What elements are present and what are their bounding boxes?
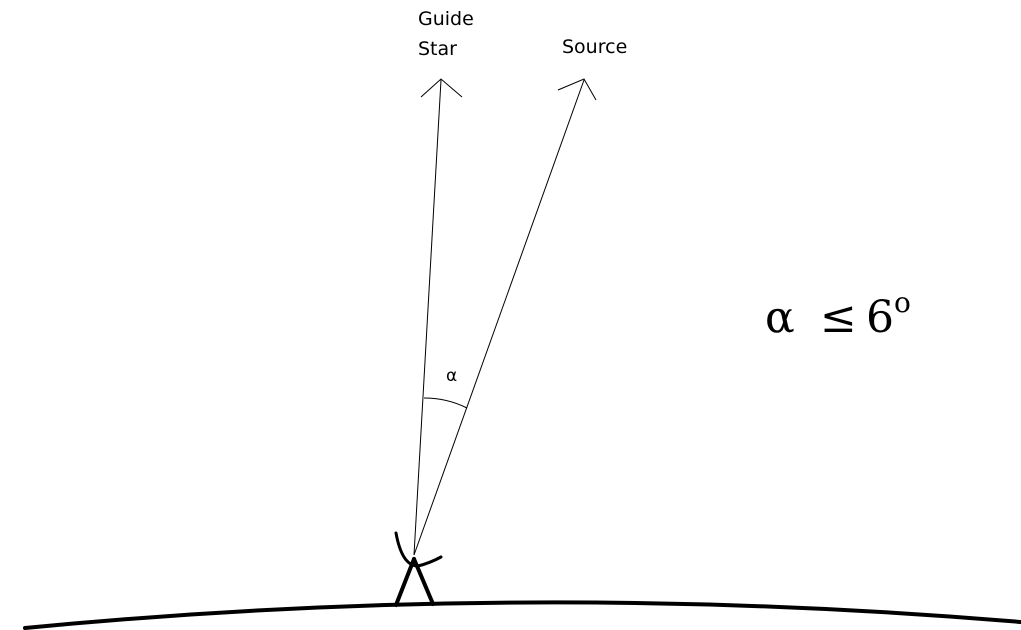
angle-arc — [423, 397, 468, 409]
horizon-curve — [23, 600, 1021, 630]
formula-alpha: α — [765, 292, 795, 343]
guide-star-label-line1: Guide — [418, 8, 474, 30]
tripod-leg-right — [412, 557, 435, 606]
angle-symbol-label: α — [446, 366, 457, 386]
formula-degree-superscript: o — [894, 286, 911, 319]
guide-star-ray — [413, 79, 442, 556]
telescope-dish — [394, 531, 443, 568]
source-label: Source — [562, 36, 627, 58]
formula-value: 6 — [866, 292, 894, 343]
guide-star-arrowhead — [420, 78, 463, 98]
formula-relation: ≤ — [820, 292, 857, 343]
source-arrowhead — [557, 78, 597, 101]
tripod-leg-left — [394, 557, 416, 607]
guide-star-label-line2: Star — [418, 38, 457, 60]
source-ray — [413, 79, 585, 556]
